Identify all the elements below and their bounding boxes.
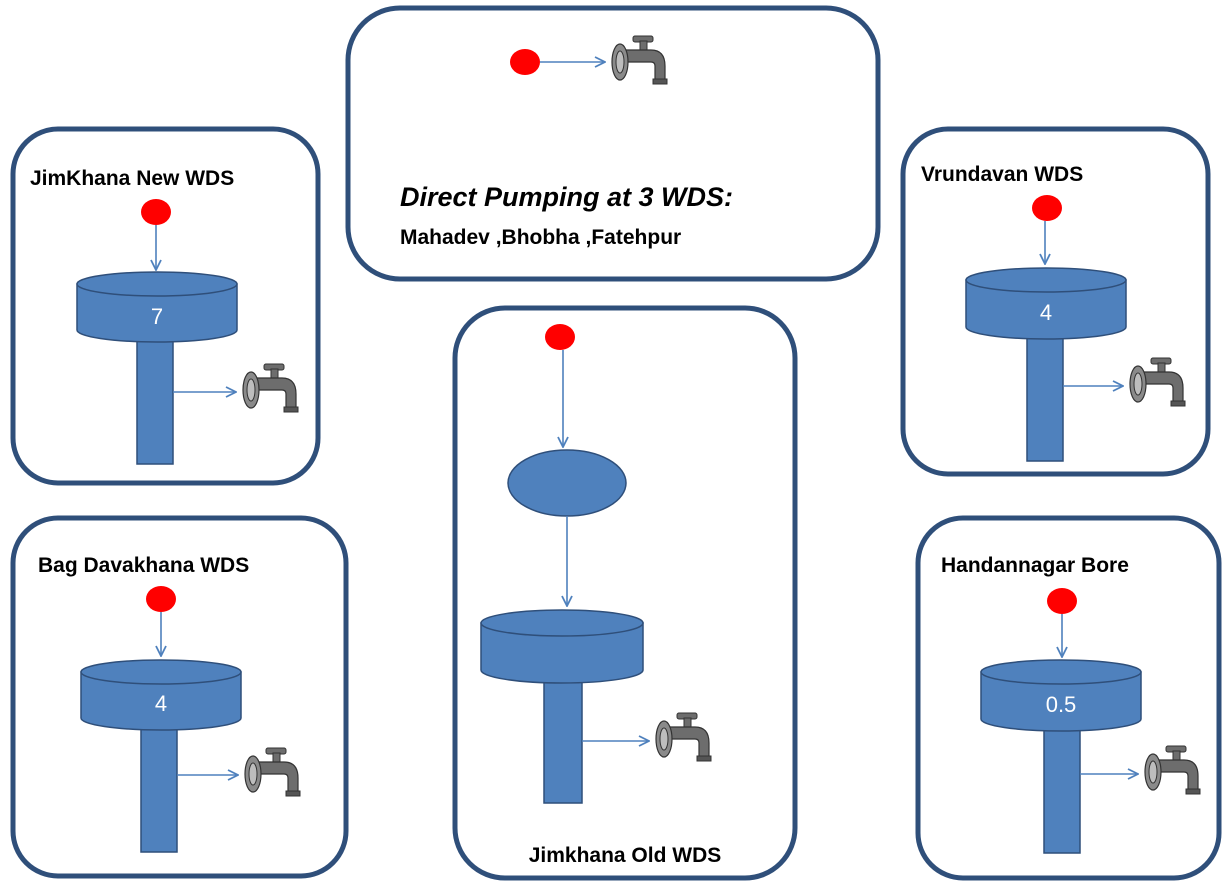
tank-body: [80, 671, 242, 731]
station-label: Bag Davakhana WDS: [38, 554, 249, 577]
source-dot-icon: [141, 199, 171, 225]
station-jimkhana-old: Jimkhana Old WDS: [452, 305, 798, 881]
direct-pumping-title: Direct Pumping at 3 WDS:: [400, 182, 733, 212]
tank-pipe: [140, 717, 178, 853]
tank-pipe: [136, 329, 174, 465]
direct-pumping-panel: Direct Pumping at 3 WDS: Mahadev ,Bhobha…: [345, 5, 881, 282]
source-dot-icon: [545, 324, 575, 350]
tank-body: [980, 671, 1142, 732]
station-label: JimKhana New WDS: [30, 167, 234, 190]
tank-pipe: [1043, 718, 1081, 854]
tank-top: [965, 267, 1127, 293]
source-dot-icon: [146, 586, 176, 612]
tank-top: [980, 659, 1142, 685]
tank-body: [480, 622, 644, 684]
direct-pumping-sites: Mahadev ,Bhobha ,Fatehpur: [400, 226, 681, 249]
tank-top: [480, 609, 644, 637]
tank-body: [76, 283, 238, 343]
tank-capacity: 4: [1040, 300, 1052, 325]
tank-capacity: 7: [151, 304, 163, 329]
station-label: Handannagar Bore: [941, 554, 1129, 577]
tank-pipe: [1026, 326, 1064, 462]
direct-pumping-box: [345, 5, 881, 282]
tank-capacity: 0.5: [1046, 692, 1077, 717]
source-dot-icon: [1032, 195, 1062, 221]
sump-ellipse-icon: [507, 449, 627, 517]
station-label: Vrundavan WDS: [921, 163, 1083, 186]
tank-body: [965, 279, 1127, 340]
tank-top: [80, 659, 242, 685]
station-jimkhana-new: JimKhana New WDS 7: [10, 126, 321, 486]
source-dot-icon: [1047, 588, 1077, 614]
station-vrundavan: Vrundavan WDS 4: [900, 126, 1211, 477]
station-box: [452, 305, 798, 881]
source-dot-icon: [510, 49, 540, 75]
station-handannagar: Handannagar Bore 0.5: [915, 515, 1222, 881]
tank-pipe: [543, 669, 583, 804]
station-label: Jimkhana Old WDS: [529, 844, 722, 867]
tank-capacity: 4: [155, 691, 167, 716]
station-bag-davakhana: Bag Davakhana WDS 4: [10, 515, 349, 879]
tank-top: [76, 271, 238, 297]
